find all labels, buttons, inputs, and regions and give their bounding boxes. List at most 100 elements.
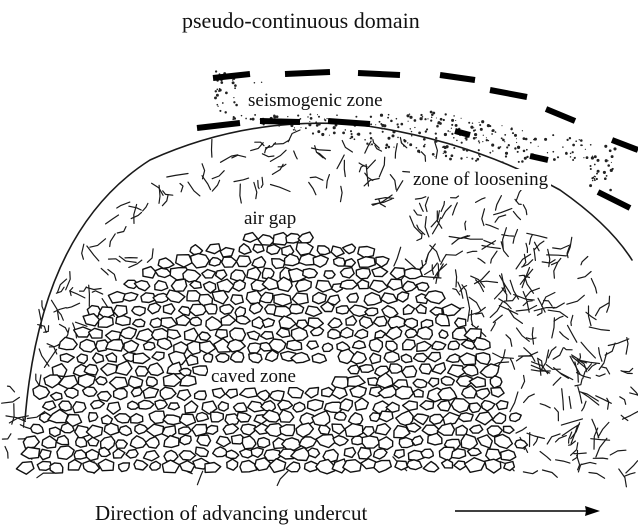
speckle-dot [349, 138, 350, 139]
caved-rock-block [394, 450, 404, 459]
caved-rock-block [437, 423, 454, 435]
caved-rock-block [193, 366, 208, 376]
caved-rock-block [384, 351, 399, 362]
speckle-dot [475, 137, 477, 139]
caved-rock-block [39, 449, 51, 459]
fracture-line [70, 291, 85, 298]
speckle-dot [574, 157, 576, 159]
speckle-dot [612, 168, 614, 170]
fracture-line [495, 215, 506, 222]
fracture-line [540, 404, 550, 408]
fracture-line [567, 295, 584, 304]
caved-rock-block [292, 328, 308, 341]
fracture-line [234, 178, 249, 182]
speckle-dot [357, 134, 358, 135]
speckle-dot [583, 157, 584, 158]
caved-rock-block [131, 387, 142, 396]
speckle-dot [486, 137, 487, 138]
speckle-dot [312, 132, 314, 134]
speckle-dot [487, 124, 490, 127]
speckle-dot [385, 144, 388, 147]
caved-rock-block [345, 424, 363, 437]
speckle-dot [324, 119, 326, 121]
speckle-dot [435, 140, 438, 143]
fracture-line [596, 438, 607, 457]
caved-rock-block [120, 327, 136, 339]
caved-rock-block [209, 258, 221, 266]
speckle-dot [447, 130, 449, 132]
caved-rock-block [222, 257, 237, 267]
fracture-line [117, 227, 126, 233]
fracture-line [44, 349, 56, 367]
speckle-dot [439, 122, 442, 125]
fracture-line [420, 203, 424, 211]
caved-rock-block [303, 269, 318, 278]
caved-rock-block [152, 352, 164, 361]
speckle-dot [572, 159, 574, 161]
caved-rock-block [119, 463, 130, 472]
speckle-dot [451, 133, 453, 135]
caved-rock-block [313, 292, 327, 303]
caved-rock-block [493, 413, 506, 424]
fracture-line [277, 471, 288, 485]
speckle-dot [575, 140, 577, 142]
fracture-line [569, 397, 571, 409]
caved-rock-block [119, 426, 132, 436]
fracture-line [553, 246, 569, 250]
caved-rock-block [160, 387, 176, 400]
caved-rock-block [216, 436, 230, 446]
caved-rock-block [133, 353, 150, 363]
caved-rock-block [286, 462, 300, 472]
speckle-dot [470, 126, 473, 129]
caved-rock-block [298, 232, 313, 244]
speckle-dot [517, 146, 520, 149]
caved-rock-block [501, 450, 516, 461]
caved-rock-block [432, 341, 446, 349]
speckle-dot [562, 146, 563, 147]
fracture-line [532, 328, 533, 345]
fracture-line [90, 239, 106, 247]
caved-rock-block [480, 364, 499, 377]
speckle-dot [309, 113, 311, 115]
fracture-line [526, 338, 536, 339]
speckle-dot [569, 137, 571, 139]
caved-zone-label: caved zone [208, 366, 299, 387]
fracture-line [499, 306, 517, 315]
speckle-dot [590, 168, 592, 170]
caved-rock-block [110, 377, 128, 389]
caved-rock-block [340, 399, 353, 411]
fracture-line [494, 209, 512, 215]
speckle-dot [410, 128, 411, 129]
speckle-dot [570, 153, 572, 155]
caved-rock-block [387, 279, 402, 290]
fracture-line [503, 228, 507, 249]
caved-rock-block [293, 402, 305, 412]
fracture-line [405, 259, 415, 268]
caved-rock-block [279, 410, 294, 422]
fracture-line [456, 270, 457, 287]
caved-rock-block [372, 267, 388, 277]
caved-rock-block [101, 364, 117, 376]
caved-rock-block [195, 391, 207, 400]
caved-rock-block [272, 259, 285, 269]
caved-rock-block [413, 379, 427, 388]
fracture-line [621, 415, 628, 420]
speckle-dot [422, 116, 424, 118]
fracture-line [341, 186, 343, 201]
direction-caption: Direction of advancing undercut [95, 503, 367, 524]
speckle-dot [435, 137, 437, 139]
fracture-line [571, 423, 580, 439]
speckle-dot [370, 116, 372, 118]
fracture-line [266, 143, 276, 148]
fracture-line [495, 286, 505, 299]
speckle-dot [482, 141, 483, 142]
caved-rock-block [375, 330, 386, 338]
speckle-dot [375, 124, 376, 125]
fracture-line [425, 217, 429, 237]
speckle-dot [392, 130, 395, 133]
fracture-line [542, 260, 555, 263]
caved-rock-block [246, 291, 261, 304]
speckle-dot [444, 146, 447, 149]
speckle-dot [449, 158, 452, 161]
fracture-line [60, 324, 68, 332]
